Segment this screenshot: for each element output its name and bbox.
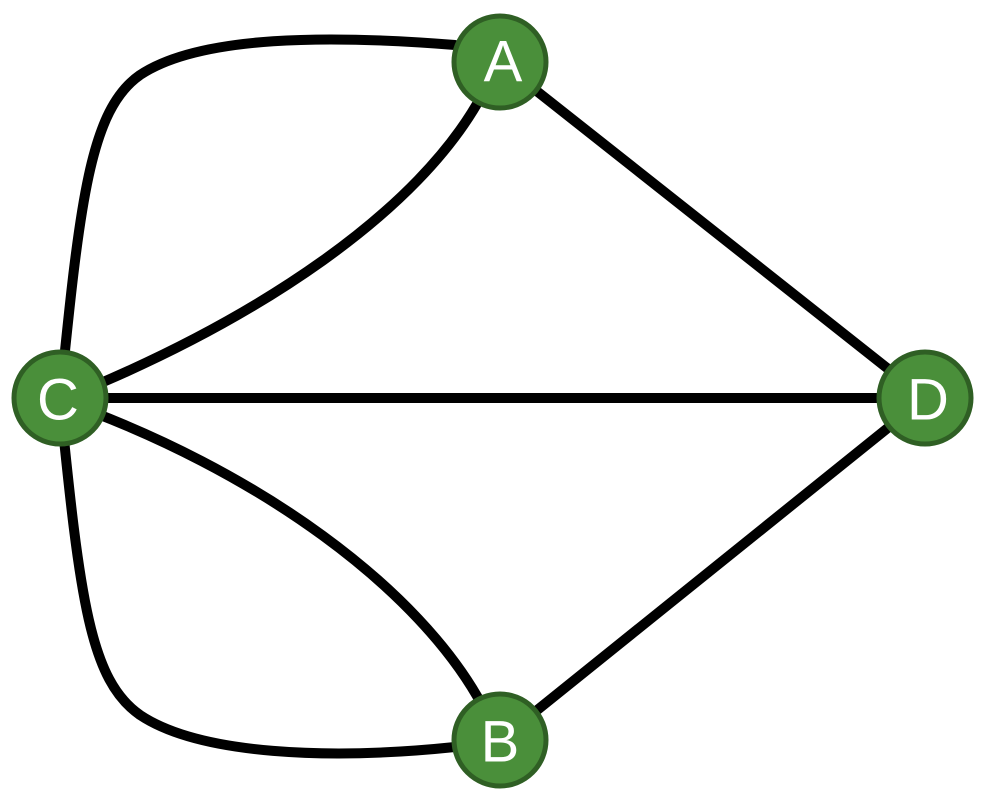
edge-a-d — [495, 57, 930, 403]
node-a[interactable]: A — [451, 13, 549, 111]
node-d-label: D — [907, 368, 949, 433]
edge-a-c-inner — [55, 90, 487, 405]
node-c-circle — [14, 352, 106, 444]
node-b-label: B — [481, 710, 520, 775]
node-b-circle — [454, 694, 546, 786]
node-a-border — [451, 13, 549, 111]
node-d-circle — [879, 352, 971, 444]
node-c-border — [11, 349, 109, 447]
edges-group — [55, 34, 930, 759]
edge-c-b-inner — [55, 395, 487, 710]
edge-c-b-outer — [55, 395, 460, 759]
node-c[interactable]: C — [11, 349, 109, 447]
node-a-label: A — [484, 30, 523, 95]
node-b[interactable]: B — [451, 691, 549, 789]
node-a-circle — [454, 16, 546, 108]
node-d-border — [876, 349, 974, 447]
node-d[interactable]: D — [876, 349, 974, 447]
edge-b-d — [495, 393, 930, 745]
edge-a-c-outer — [55, 34, 460, 405]
node-c-label: C — [37, 368, 79, 433]
node-b-border — [451, 691, 549, 789]
